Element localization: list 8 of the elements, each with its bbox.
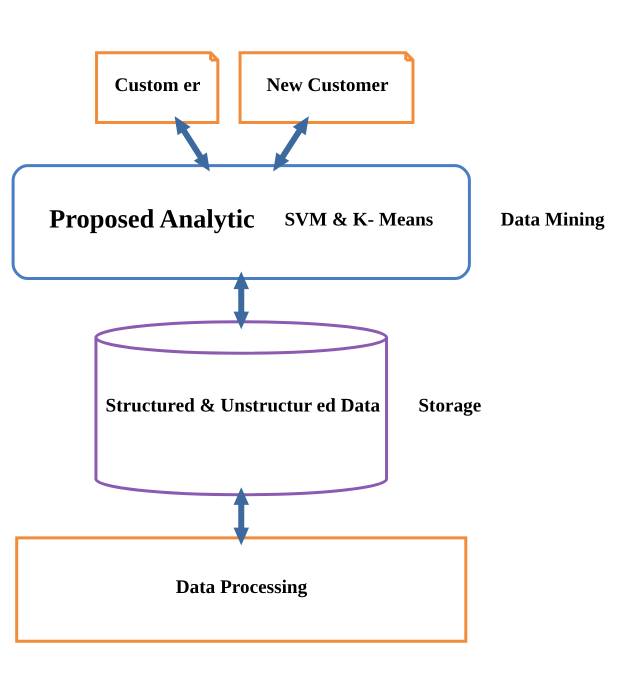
node-box: Proposed Analytic SVM & K- Means (12, 164, 471, 280)
arrow (234, 487, 249, 546)
node-box: Data Processing (15, 536, 468, 643)
arrow (234, 271, 249, 330)
arrow (273, 116, 309, 172)
arrow (174, 116, 210, 172)
node-label: Storage (418, 396, 482, 417)
node-label: Data Mining (500, 209, 605, 230)
